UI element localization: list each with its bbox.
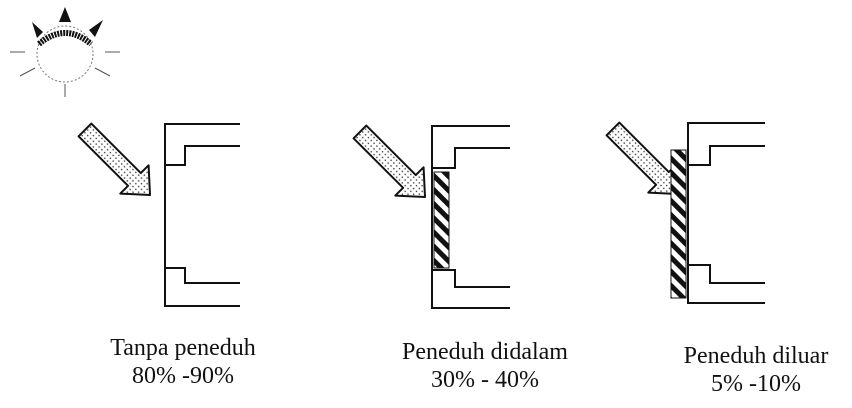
case-value: 5% -10%: [711, 371, 801, 397]
caption-outside-shading: Peneduh diluar 5% -10%: [664, 342, 848, 398]
window-section: [687, 122, 765, 304]
sunlight-arrow-icon: [77, 122, 151, 196]
case-no-shading: [77, 122, 240, 307]
case-value: 30% - 40%: [431, 367, 539, 393]
case-label: Peneduh didalam: [402, 339, 568, 365]
case-inside-shading: [352, 124, 510, 309]
window-section: [431, 125, 510, 309]
outside-shade-blind: [670, 149, 687, 299]
case-outside-shading: [605, 121, 765, 304]
caption-no-shading: Tanpa peneduh 80% -90%: [98, 334, 268, 390]
inside-shade-blind: [433, 171, 450, 269]
caption-inside-shading: Peneduh didalam 30% - 40%: [390, 338, 580, 394]
case-label: Peneduh diluar: [683, 343, 829, 369]
sun-icon: [10, 7, 120, 97]
sunlight-arrow-icon: [605, 121, 679, 195]
window-section: [164, 123, 240, 307]
case-label: Tanpa peneduh: [110, 335, 256, 361]
case-value: 80% -90%: [132, 363, 234, 389]
sunlight-arrow-icon: [352, 124, 426, 198]
